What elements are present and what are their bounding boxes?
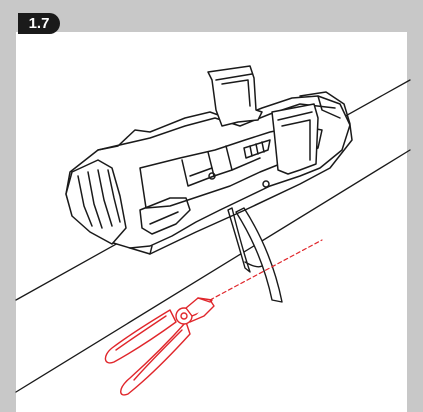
cut-line bbox=[209, 239, 323, 301]
step-label: 1.7 bbox=[28, 15, 50, 32]
measurement-device bbox=[65, 65, 353, 255]
wire-cutter-icon bbox=[104, 297, 215, 396]
step-badge: 1.7 bbox=[18, 13, 60, 34]
mounting-strap bbox=[227, 207, 283, 303]
